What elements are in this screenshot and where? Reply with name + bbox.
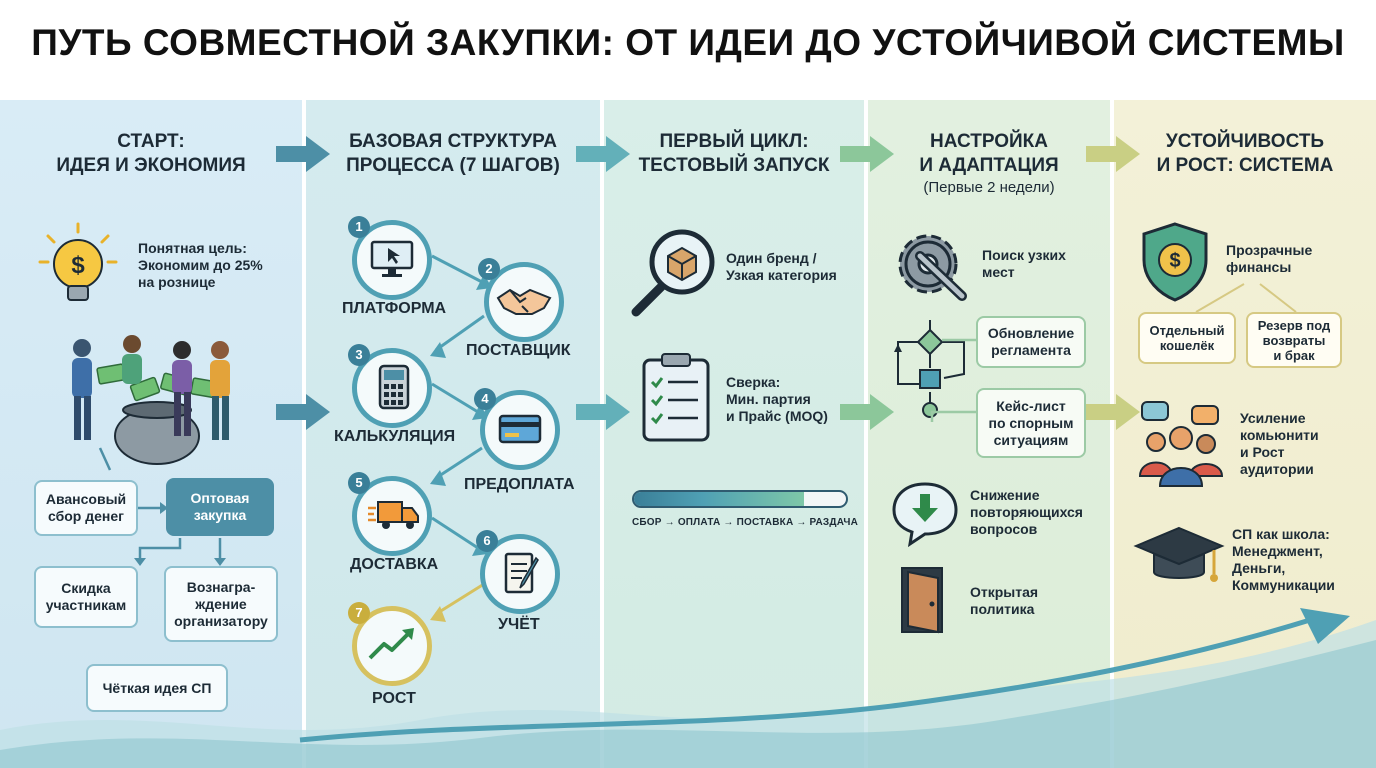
- bottlenecks-text: Поиск узких мест: [982, 247, 1066, 280]
- open-policy-text: Открытая политика: [970, 584, 1039, 617]
- lightbulb-dollar-icon: $: [38, 222, 118, 301]
- handshake-icon: [496, 288, 552, 315]
- credit-card-icon: [498, 414, 542, 444]
- step-7-number: 7: [348, 602, 370, 624]
- stage-5-title: УСТОЙЧИВОСТЬ И РОСТ: СИСТЕМА: [1114, 130, 1376, 178]
- step-3-number: 3: [348, 344, 370, 366]
- magnifier-box-icon: [631, 229, 715, 317]
- step-supplier-label: ПОСТАВЩИК: [466, 342, 571, 359]
- speech-down-arrow-icon: [892, 482, 958, 548]
- cycle-progress-bar: [632, 490, 848, 508]
- step-delivery-label: ДОСТАВКА: [350, 556, 439, 573]
- page-title: ПУТЬ СОВМЕСТНОЙ ЗАКУПКИ: ОТ ИДЕИ ДО УСТО…: [31, 22, 1345, 63]
- step-4-number: 4: [474, 388, 496, 410]
- flowchart-icon: [894, 320, 965, 418]
- step-platform-label: ПЛАТФОРМА: [342, 300, 447, 317]
- wholesale-purchase-text: Оптовая закупка: [190, 490, 250, 523]
- stage-1-title-text: СТАРТ: ИДЕЯ И ЭКОНОМИЯ: [56, 131, 246, 176]
- participant-discount-box: Скидка участникам: [34, 566, 138, 628]
- separate-wallet-text: Отдельный кошелёк: [1149, 323, 1225, 353]
- check-moq-text: Сверка: Мин. партия и Прайс (MOQ): [726, 374, 828, 424]
- advance-collection-text: Авансовый сбор денег: [45, 491, 127, 524]
- school-text: СП как школа: Менеджмент, Деньги, Коммун…: [1232, 526, 1335, 593]
- wholesale-purchase-box: Оптовая закупка: [166, 478, 274, 536]
- clipboard-checklist-icon: [642, 353, 710, 442]
- community-chat-icon: [1138, 401, 1224, 487]
- stage-4-title-text: НАСТРОЙКА И АДАПТАЦИЯ: [919, 131, 1059, 176]
- step-1-number: 1: [348, 216, 370, 238]
- stage-1-goal: Понятная цель: Экономим до 25% на розниц…: [138, 240, 263, 290]
- stage-4-subtitle: (Первые 2 недели): [923, 179, 1055, 196]
- transparent-finance-text: Прозрачные финансы: [1226, 242, 1313, 275]
- shield-dollar-icon: $: [1142, 222, 1208, 302]
- stage-3-title: ПЕРВЫЙ ЦИКЛ: ТЕСТОВЫЙ ЗАПУСК: [604, 130, 864, 178]
- bottom-wave: [0, 608, 1376, 768]
- stage-2-title-text: БАЗОВАЯ СТРУКТУРА ПРОЦЕССА (7 ШАГОВ): [346, 131, 560, 176]
- truck-icon: [368, 501, 419, 529]
- notepad-pen-icon: [504, 552, 539, 594]
- fewer-questions-text: Снижение повторяющихся вопросов: [970, 487, 1083, 537]
- calculator-icon: [378, 364, 410, 410]
- cycle-sequence-text: СБОР → ОПЛАТА → ПОСТАВКА → РАЗДАЧА: [632, 517, 859, 528]
- case-list-box: Кейс-лист по спорным ситуациям: [976, 388, 1086, 458]
- clear-idea-box: Чёткая идея СП: [86, 664, 228, 712]
- growth-arrow-icon: [368, 628, 414, 660]
- single-brand-text: Один бренд / Узкая категория: [726, 250, 837, 283]
- step-5-number: 5: [348, 472, 370, 494]
- gear-wrench-icon: [898, 234, 967, 301]
- stage-1-flow-connectors: [98, 447, 226, 566]
- regulation-update-text: Обновление регламента: [987, 325, 1075, 358]
- monitor-cursor-icon: [370, 240, 414, 277]
- stage-2-title: БАЗОВАЯ СТРУКТУРА ПРОЦЕССА (7 ШАГОВ): [306, 130, 600, 178]
- separate-wallet-box: Отдельный кошелёк: [1138, 312, 1236, 364]
- svg-text:$: $: [1169, 250, 1180, 272]
- regulation-update-box: Обновление регламента: [976, 316, 1086, 368]
- community-growth-text: Усиление комьюнити и Рост аудитории: [1240, 410, 1319, 477]
- advance-collection-box: Авансовый сбор денег: [34, 480, 138, 536]
- graduation-cap-icon: [1133, 526, 1225, 582]
- clear-idea-text: Чёткая идея СП: [102, 679, 212, 696]
- svg-text:$: $: [71, 252, 85, 279]
- organizer-reward-text: Вознагра- ждение организатору: [174, 578, 268, 629]
- open-door-icon: [901, 567, 943, 634]
- case-list-text: Кейс-лист по спорным ситуациям: [988, 397, 1074, 448]
- reserve-text: Резерв под возвраты и брак: [1257, 317, 1331, 363]
- stage-4-title: НАСТРОЙКА И АДАПТАЦИЯ (Первые 2 недели): [868, 130, 1110, 198]
- organizer-reward-box: Вознагра- ждение организатору: [164, 566, 278, 642]
- participant-discount-text: Скидка участникам: [45, 580, 127, 613]
- step-calculation-label: КАЛЬКУЛЯЦИЯ: [334, 428, 456, 445]
- step-2-number: 2: [478, 258, 500, 280]
- stage-3-title-text: ПЕРВЫЙ ЦИКЛ: ТЕСТОВЫЙ ЗАПУСК: [638, 131, 830, 176]
- cycle-progress-fill: [634, 492, 804, 506]
- step-6-number: 6: [476, 530, 498, 552]
- people-money-pot-icon: [72, 335, 230, 465]
- step-growth-label: РОСТ: [372, 690, 416, 707]
- stage-5-title-text: УСТОЙЧИВОСТЬ И РОСТ: СИСТЕМА: [1156, 131, 1334, 176]
- stage-1-title: СТАРТ: ИДЕЯ И ЭКОНОМИЯ: [0, 130, 302, 178]
- step-prepayment-label: ПРЕДОПЛАТА: [464, 476, 575, 493]
- reserve-box: Резерв под возвраты и брак: [1246, 312, 1342, 368]
- step-accounting-label: УЧЁТ: [498, 616, 540, 633]
